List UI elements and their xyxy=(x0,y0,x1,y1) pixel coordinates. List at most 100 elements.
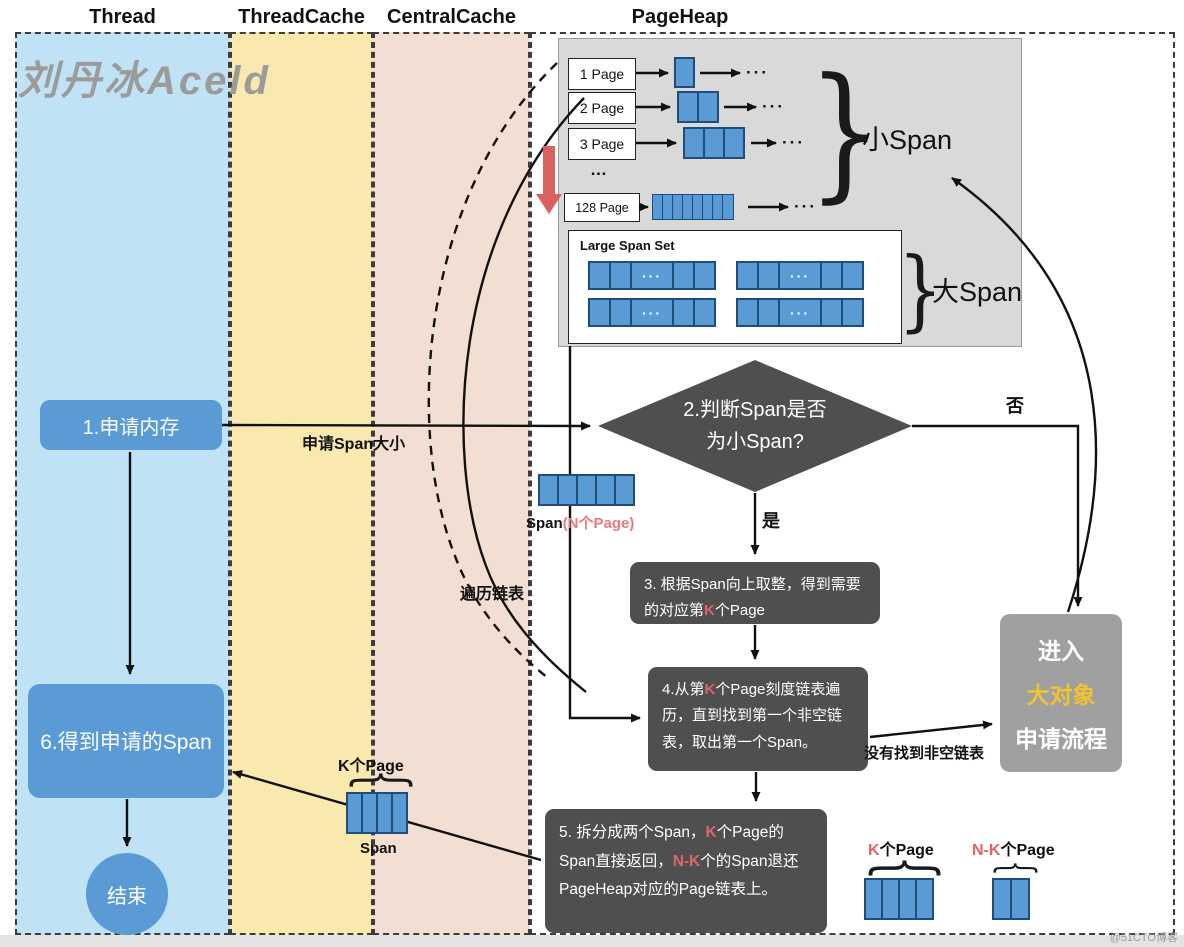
step4-text: 个Page刻度链表遍历，直到找到第一个非空链表，取出第一个Span。 xyxy=(662,681,843,751)
nk-page-brace: } xyxy=(984,860,1041,876)
step3-box: 3. 根据Span向上取整，得到需要的对应第K个Page xyxy=(630,562,880,624)
page-128-blocks xyxy=(652,194,734,220)
thread-column xyxy=(15,32,230,935)
span-n-blocks xyxy=(538,474,635,506)
step3-text: 个Page xyxy=(714,602,765,620)
large-span-array: ··· xyxy=(736,298,864,327)
step5-text: 个Page的Span直接返回， xyxy=(559,824,784,870)
step4-box: 4.从第K个Page刻度链表遍历，直到找到第一个非空链表，取出第一个Span。 xyxy=(648,667,868,771)
page-128-ellipsis: ··· xyxy=(794,197,817,216)
span-cell xyxy=(1010,878,1030,920)
span-n-pages-text: (N个Page) xyxy=(562,515,635,532)
page-list-item-2: 2 Page xyxy=(568,92,636,124)
span-cell xyxy=(820,261,843,290)
span-cell xyxy=(736,261,759,290)
span-cell xyxy=(614,474,635,506)
span-n-label-text: Span xyxy=(526,515,563,532)
mid-span-kpage-label: K个Page xyxy=(338,758,404,775)
k-page-blocks xyxy=(864,878,934,920)
centralcache-header: CentralCache xyxy=(387,6,516,28)
span-array-ellipsis: ··· xyxy=(778,298,822,327)
span-cell xyxy=(609,261,632,290)
mid-span-blocks xyxy=(346,792,408,834)
span-cell xyxy=(677,91,699,123)
span-cell xyxy=(722,194,734,220)
span-cell xyxy=(588,298,611,327)
big-object-process-box: 进入 大对象 申请流程 xyxy=(1000,614,1122,772)
small-span-label: 小Span xyxy=(862,125,953,155)
span-cell xyxy=(693,298,716,327)
big-object-line2: 大对象 xyxy=(1026,682,1096,708)
span-cell xyxy=(820,298,843,327)
page-list-item-3: 3 Page xyxy=(568,128,636,160)
k-page-label: K个Page xyxy=(868,836,934,860)
span-cell xyxy=(538,474,559,506)
pageheap-header: PageHeap xyxy=(631,6,729,28)
span-cell xyxy=(693,261,716,290)
k-page-brace: } xyxy=(856,855,947,881)
span-cell xyxy=(557,474,578,506)
diamond-text-line1: 2.判断Span是否 xyxy=(683,399,827,421)
nk-page-blocks xyxy=(992,878,1030,920)
span-cell xyxy=(576,474,597,506)
page-list-item-1: 1 Page xyxy=(568,58,636,90)
footer-strip xyxy=(0,935,1184,947)
step5-nk: N-K xyxy=(672,852,701,870)
span-cell xyxy=(992,878,1012,920)
span-cell xyxy=(588,261,611,290)
span-cell xyxy=(841,298,864,327)
span-cell xyxy=(723,127,745,159)
nk-page-rest: 个Page xyxy=(1000,842,1055,859)
page-list-vertical-ellipsis: … xyxy=(590,160,609,179)
step6-box: 6.得到申请的Span xyxy=(28,684,224,798)
span-cell xyxy=(703,127,725,159)
nk-page-label: N-K个Page xyxy=(972,836,1055,860)
large-span-array: ··· xyxy=(736,261,864,290)
span-cell xyxy=(915,878,934,920)
big-object-line3: 申请流程 xyxy=(1015,726,1107,752)
page-list-item-128: 128 Page xyxy=(564,193,640,222)
span-cell xyxy=(841,261,864,290)
step5-text: 5. 拆分成两个Span， xyxy=(559,824,706,841)
no-label: 否 xyxy=(1006,396,1024,416)
large-span-array: ··· xyxy=(588,261,716,290)
span-cell xyxy=(595,474,616,506)
span-cell xyxy=(391,792,408,834)
span-cell xyxy=(757,298,780,327)
page-3-ellipsis: ··· xyxy=(782,133,805,152)
k-page-k: K xyxy=(868,842,880,859)
span-cell xyxy=(683,127,705,159)
step4-text: 4.从第 xyxy=(662,681,705,698)
yes-label: 是 xyxy=(762,511,780,531)
k-page-rest: 个Page xyxy=(879,842,934,859)
large-span-brace: } xyxy=(898,238,943,341)
step4-k: K xyxy=(704,681,716,698)
big-object-line1: 进入 xyxy=(1038,638,1084,664)
thread-header: Thread xyxy=(89,6,156,28)
page-1-blocks xyxy=(674,57,695,88)
diamond-text-line2: 为小Span? xyxy=(706,431,804,453)
not-found-label: 没有找到非空链表 xyxy=(864,745,985,762)
step1-box: 1.申请内存 xyxy=(40,400,222,450)
span-cell xyxy=(672,298,695,327)
span-cell xyxy=(757,261,780,290)
span-array-ellipsis: ··· xyxy=(778,261,822,290)
traverse-list-label: 遍历链表 xyxy=(460,586,525,603)
mid-span-label: Span xyxy=(360,840,397,857)
span-cell xyxy=(609,298,632,327)
threadcache-header: ThreadCache xyxy=(238,6,365,28)
nk-page-nk: N-K xyxy=(972,842,1001,859)
page-2-ellipsis: ··· xyxy=(762,97,785,116)
span-cell xyxy=(697,91,719,123)
large-span-label: 大Span xyxy=(932,277,1023,307)
site-watermark: @51CTO博客 xyxy=(1109,932,1178,944)
large-span-array: ··· xyxy=(588,298,716,327)
span-n-label: Span(N个Page) xyxy=(526,512,634,533)
author-watermark: 刘丹冰Aceld xyxy=(18,59,271,103)
page-1-ellipsis: ··· xyxy=(746,63,769,82)
span-array-ellipsis: ··· xyxy=(630,298,674,327)
span-cell xyxy=(736,298,759,327)
span-cell xyxy=(674,57,695,88)
page-2-blocks xyxy=(677,91,719,123)
